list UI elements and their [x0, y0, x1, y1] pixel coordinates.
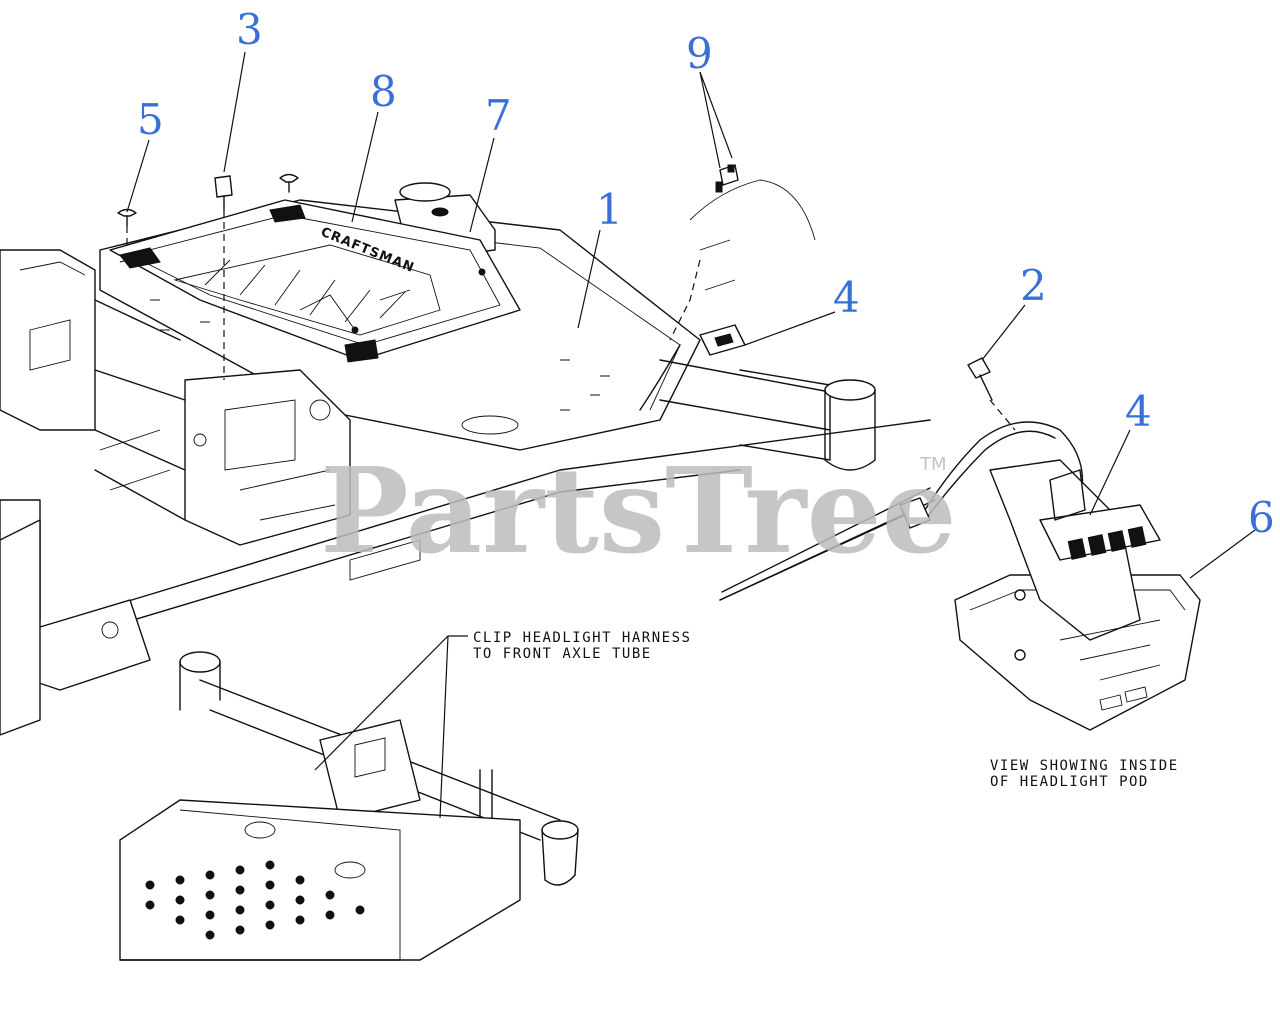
callout-2: 2 [1020, 261, 1047, 310]
watermark-text: PartsTree [320, 441, 957, 580]
callout-3: 3 [236, 5, 263, 54]
led-cells [1067, 526, 1147, 560]
callout-4-pod: 4 [1125, 387, 1152, 436]
callout-9: 9 [686, 29, 713, 78]
note-view-line2: OF HEADLIGHT POD [990, 774, 1149, 790]
notes: CLIP HEADLIGHT HARNESS TO FRONT AXLE TUB… [473, 630, 1179, 790]
headlight-pod-detail [954, 459, 1201, 731]
note-clip-line2: TO FRONT AXLE TUBE [473, 646, 652, 662]
callout-1: 1 [596, 185, 623, 234]
callout-7: 7 [485, 91, 512, 140]
headlight-pod-outline [669, 164, 816, 341]
deck-holes [145, 860, 365, 940]
callout-numbers: 3 8 5 7 9 1 4 2 4 6 [137, 5, 1275, 542]
fasteners-rear [117, 173, 299, 380]
callout-4-top: 4 [833, 273, 860, 322]
front-axle-detail [119, 651, 579, 961]
leader-lines [126, 51, 1256, 819]
floor-mat: CRAFTSMAN [109, 199, 521, 363]
callout-6: 6 [1248, 493, 1275, 542]
note-view-line1: VIEW SHOWING INSIDE [990, 758, 1179, 774]
watermark-tm: TM [919, 454, 947, 475]
note-clip-line1: CLIP HEADLIGHT HARNESS [473, 630, 691, 646]
harness-and-bolt [719, 357, 1084, 601]
callout-8: 8 [370, 67, 397, 116]
callout-5: 5 [137, 95, 164, 144]
